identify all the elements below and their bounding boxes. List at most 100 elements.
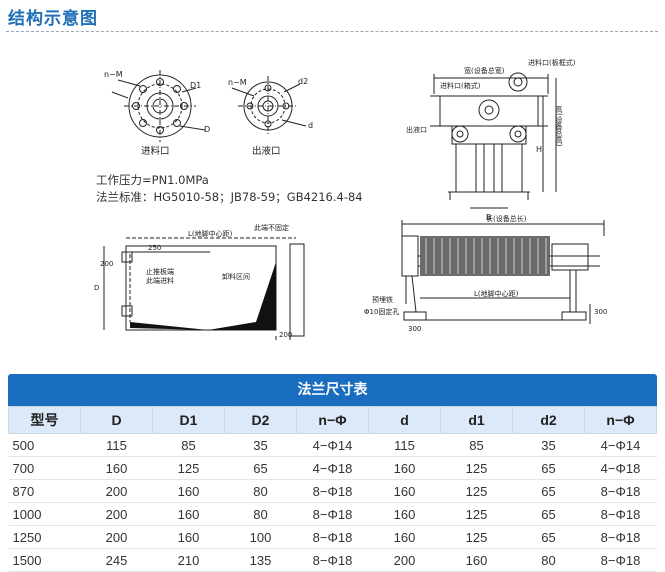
side-l-label: L(地脚中心距) <box>474 289 519 298</box>
table-cell: 65 <box>512 525 585 549</box>
plan-dim-250: 250 <box>148 244 161 252</box>
table-cell: 125 <box>440 502 513 526</box>
table-cell: 8−Φ18 <box>296 548 369 572</box>
table-cell: 85 <box>152 433 225 457</box>
inlet-d1-label: D1 <box>190 81 201 90</box>
table-cell: 8−Φ18 <box>584 548 657 572</box>
table-cell: 200 <box>80 502 153 526</box>
plan-dim-200: 200 <box>100 260 113 268</box>
col-header: d1 <box>440 406 513 434</box>
front-h-label: H <box>536 145 542 154</box>
plan-discharge-wedge-2 <box>130 322 208 330</box>
outlet-flange-diagram <box>231 76 307 136</box>
table-cell: 80 <box>224 502 297 526</box>
table-cell: 160 <box>152 502 225 526</box>
table-cell: 1500 <box>8 548 81 572</box>
table-cell: 210 <box>152 548 225 572</box>
table-row: 1250 200 160 100 8−Φ18 160 125 65 8−Φ18 <box>8 525 657 549</box>
front-view-diagram <box>430 72 557 209</box>
table-cell: 4−Φ14 <box>296 433 369 457</box>
table-cell: 115 <box>80 433 153 457</box>
inlet-flange-diagram <box>111 70 206 142</box>
plan-l-label: L(地脚中心距) <box>188 229 233 238</box>
plan-discharge-wedge <box>208 262 276 330</box>
working-pressure: 工作压力=PN1.0MPa <box>96 173 209 187</box>
table-cell: 160 <box>368 456 441 480</box>
col-header: D2 <box>224 406 297 434</box>
side-dim-300: 300 <box>408 325 421 333</box>
table-cell: 135 <box>224 548 297 572</box>
table-cell: 65 <box>512 456 585 480</box>
table-cell: 160 <box>368 479 441 503</box>
outlet-nm-label: n−M <box>228 78 247 87</box>
table-caption: 法兰尺寸表 <box>8 374 657 406</box>
table-cell: 8−Φ18 <box>584 502 657 526</box>
table-cell: 500 <box>8 433 81 457</box>
table-cell: 100 <box>224 525 297 549</box>
table-cell: 125 <box>152 456 225 480</box>
col-header: D <box>80 406 153 434</box>
front-b-label: B <box>486 213 492 222</box>
table-cell: 160 <box>152 525 225 549</box>
front-width-label: 宽(设备总宽) <box>464 66 505 75</box>
table-cell: 1000 <box>8 502 81 526</box>
table-cell: 700 <box>8 456 81 480</box>
inlet-caption: 进料口 <box>141 145 170 157</box>
table-row: 700 160 125 65 4−Φ18 160 125 65 4−Φ18 <box>8 456 657 480</box>
table-cell: 35 <box>224 433 297 457</box>
col-header: d2 <box>512 406 585 434</box>
table-cell: 200 <box>80 525 153 549</box>
plan-not-fixed: 此端不固定 <box>254 223 289 232</box>
table-cell: 200 <box>80 479 153 503</box>
table-cell: 80 <box>224 479 297 503</box>
table-cell: 245 <box>80 548 153 572</box>
table-cell: 35 <box>512 433 585 457</box>
table-cell: 8−Φ18 <box>584 525 657 549</box>
plan-stop-note-2: 此端进料 <box>146 276 174 285</box>
plan-stop-note-1: 止推板端 <box>146 267 174 276</box>
front-height-label: 高(设备总高) <box>555 105 563 147</box>
table-row: 1000 200 160 80 8−Φ18 160 125 65 8−Φ18 <box>8 502 657 526</box>
table-cell: 65 <box>512 479 585 503</box>
inlet-nm-label: n−M <box>104 70 123 79</box>
table-cell: 125 <box>440 525 513 549</box>
col-header: d <box>368 406 441 434</box>
flange-table: 法兰尺寸表 型号 D D1 D2 n−Φ d d1 d2 n−Φ 500 115… <box>8 374 657 572</box>
table-row: 870 200 160 80 8−Φ18 160 125 65 8−Φ18 <box>8 479 657 503</box>
table-cell: 8−Φ18 <box>296 502 369 526</box>
front-inlet-side: 进料口(箱式) <box>440 81 481 90</box>
plan-d-label: D <box>94 284 99 292</box>
table-cell: 160 <box>440 548 513 572</box>
table-cell: 125 <box>440 456 513 480</box>
table-header-row: 型号 D D1 D2 n−Φ d d1 d2 n−Φ <box>8 406 657 434</box>
col-header: 型号 <box>8 406 81 434</box>
side-length-label: 长(设备总长) <box>486 214 527 223</box>
table-cell: 8−Φ18 <box>296 479 369 503</box>
table-cell: 80 <box>512 548 585 572</box>
plan-area: 卸料区间 <box>222 272 250 281</box>
outlet-d2-label: d2 <box>298 77 308 86</box>
structure-drawings: n−M D1 D 进料口 n−M d2 d 出液口 <box>94 58 607 340</box>
table-row: 1500 245 210 135 8−Φ18 200 160 80 8−Φ18 <box>8 548 657 572</box>
inlet-d-label: D <box>204 125 210 134</box>
flange-standard: 法兰标准：HG5010-58；JB78-59；GB4216.4-84 <box>96 190 363 204</box>
table-cell: 4−Φ18 <box>296 456 369 480</box>
col-header: D1 <box>152 406 225 434</box>
table-cell: 4−Φ14 <box>584 433 657 457</box>
table-cell: 65 <box>512 502 585 526</box>
table-cell: 4−Φ18 <box>584 456 657 480</box>
table-cell: 200 <box>368 548 441 572</box>
side-embedded: 预埋铁 <box>372 295 393 304</box>
col-header: n−Φ <box>584 406 657 434</box>
table-cell: 115 <box>368 433 441 457</box>
front-outlet: 出液口 <box>406 125 427 134</box>
front-inlet-top: 进料口(板框式) <box>528 58 576 67</box>
table-cell: 160 <box>80 456 153 480</box>
side-fix-hole: Φ10固定孔 <box>364 307 399 316</box>
table-cell: 65 <box>224 456 297 480</box>
page-title: 结构示意图 <box>8 9 98 29</box>
side-view-plate-lines <box>425 238 547 274</box>
table-body: 500 115 85 35 4−Φ14 115 85 35 4−Φ14 700 … <box>8 433 657 572</box>
flange-size-table: 型号 D D1 D2 n−Φ d d1 d2 n−Φ 500 115 85 35… <box>8 406 657 572</box>
table-row: 500 115 85 35 4−Φ14 115 85 35 4−Φ14 <box>8 433 657 457</box>
